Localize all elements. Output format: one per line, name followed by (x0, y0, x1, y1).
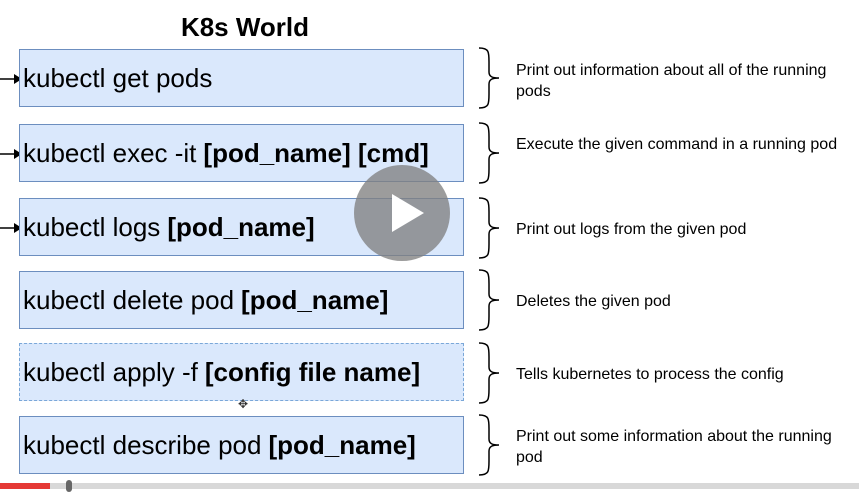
command-description: Execute the given command in a running p… (516, 136, 838, 153)
command-arg: [pod_name] (167, 211, 315, 242)
command-description: Print out some information about the run… (516, 428, 832, 466)
command-arg: [config file name] (204, 356, 421, 387)
arrow-right-icon (0, 74, 22, 84)
command-text: kubectl apply -f (23, 356, 198, 387)
command-description: Deletes the given pod (516, 293, 671, 310)
command-arg: [pod_name] (268, 429, 416, 460)
command-box: kubectl delete pod[pod_name] (19, 271, 464, 329)
arrow-right-icon (0, 223, 22, 233)
right-brace-icon (478, 414, 500, 476)
command-description: Print out information about all of the r… (516, 62, 827, 100)
arrow-right-icon (0, 149, 22, 159)
progress-scrubber-handle[interactable] (65, 480, 72, 492)
command-arg: [pod_name] (241, 284, 389, 315)
command-text: kubectl logs (23, 211, 161, 242)
command-box: kubectl get pods (19, 49, 464, 107)
video-progress-bar[interactable] (0, 483, 859, 489)
command-box: kubectl exec -it[pod_name] [cmd] (19, 124, 464, 182)
right-brace-icon (478, 197, 500, 259)
right-brace-icon (478, 342, 500, 404)
command-arg: [pod_name] [cmd] (203, 137, 429, 168)
command-box[interactable]: kubectl apply -f[config file name] (19, 343, 464, 401)
command-description: Tells kubernetes to process the config (516, 366, 784, 383)
move-cursor-icon: ✥ (238, 397, 249, 411)
right-brace-icon (478, 269, 500, 331)
progress-played (0, 483, 50, 489)
command-text: kubectl get pods (23, 62, 213, 93)
right-brace-icon (478, 122, 500, 184)
command-text: kubectl delete pod (23, 284, 235, 315)
play-icon (392, 194, 424, 232)
command-text: kubectl exec -it (23, 137, 197, 168)
command-text: kubectl describe pod (23, 429, 262, 460)
command-box: kubectl describe pod[pod_name] (19, 416, 464, 474)
slide-title: K8s World (180, 12, 310, 42)
command-description: Print out logs from the given pod (516, 221, 747, 238)
right-brace-icon (478, 47, 500, 109)
play-button[interactable] (354, 165, 450, 261)
